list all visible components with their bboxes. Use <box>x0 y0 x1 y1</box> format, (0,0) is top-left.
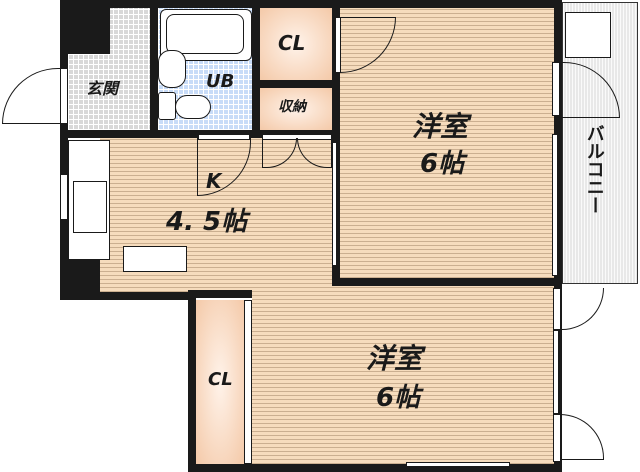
entrance-label: 玄関 <box>86 79 119 98</box>
toilet-tank <box>158 92 176 120</box>
wall-entrance-bath <box>150 0 158 140</box>
bathtub-inner <box>166 14 244 54</box>
room2-east-window[interactable] <box>553 330 559 414</box>
kitchen-window[interactable] <box>60 174 68 220</box>
unit-bath-label: UB <box>206 71 235 92</box>
closet-bottom <box>196 300 244 464</box>
wall-bath-closet <box>252 0 260 140</box>
outer-wall-left-lower <box>188 292 196 472</box>
western-room-2-label: 洋室 <box>366 342 423 375</box>
kitchen-size: 4. 5帖 <box>166 207 248 237</box>
kitchen-appliance <box>123 246 187 272</box>
outer-wall-right <box>554 0 562 472</box>
western-room-1-size: 6帖 <box>420 149 465 179</box>
room2-east-door-upper-swing[interactable] <box>560 288 604 330</box>
room2-south-window[interactable] <box>406 462 510 467</box>
outer-wall-left-upper <box>60 0 68 300</box>
closet-bottom-doors[interactable] <box>244 300 252 464</box>
aircon-unit <box>565 12 611 58</box>
western-room-2-floor <box>252 286 554 464</box>
wall-room1-room2 <box>332 278 562 286</box>
kitchen-sink <box>73 181 107 233</box>
entrance-door-swing[interactable] <box>2 68 60 124</box>
closet-bottom-label: CL <box>208 369 233 390</box>
closet-top-label: CL <box>278 31 306 55</box>
room1-balcony-window[interactable] <box>552 134 558 276</box>
entrance-door-frame <box>60 68 68 124</box>
western-room-2-size: 6帖 <box>376 383 421 413</box>
outer-wall-top <box>60 0 560 8</box>
room2-east-door-lower-swing[interactable] <box>560 414 604 460</box>
kitchen-label: K <box>206 169 222 193</box>
bath-sink <box>158 50 186 88</box>
western-room-1-label: 洋室 <box>412 110 469 143</box>
closet-top <box>260 8 332 80</box>
balcony-label: バルコニー <box>583 124 605 214</box>
entrance-dark-corner <box>68 8 110 54</box>
kitchen-room1-window <box>332 142 337 266</box>
storage <box>260 88 332 130</box>
outer-wall-bottom <box>188 464 560 472</box>
storage-label: 収納 <box>278 99 306 115</box>
wall-closet-storage <box>260 80 334 88</box>
room1-balcony-door[interactable] <box>552 62 560 116</box>
toilet-bowl <box>175 95 211 119</box>
